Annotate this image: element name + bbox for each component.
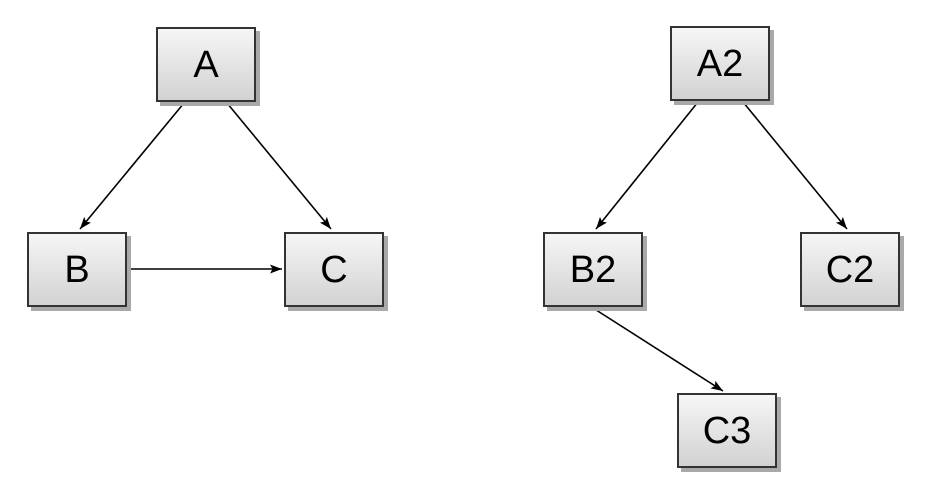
node-label: B2 [569, 248, 617, 291]
node-C3: C3 [677, 393, 777, 468]
node-A2: A2 [670, 26, 770, 101]
edge-A2-B2 [595, 101, 699, 230]
node-label: C [320, 248, 348, 291]
node-B: B [27, 232, 127, 307]
edge-A-C [226, 102, 332, 230]
node-label: A2 [696, 42, 744, 85]
edge-A-B [79, 102, 185, 230]
node-label: A [193, 43, 219, 86]
node-label: C2 [825, 248, 875, 291]
node-B2: B2 [543, 232, 643, 307]
node-label: C3 [702, 409, 752, 452]
edge-A2-C2 [742, 101, 848, 230]
node-C2: C2 [800, 232, 900, 307]
node-A: A [156, 27, 256, 102]
node-C: C [284, 232, 384, 307]
node-label: B [64, 248, 90, 291]
edge-B2-C3 [592, 307, 724, 392]
